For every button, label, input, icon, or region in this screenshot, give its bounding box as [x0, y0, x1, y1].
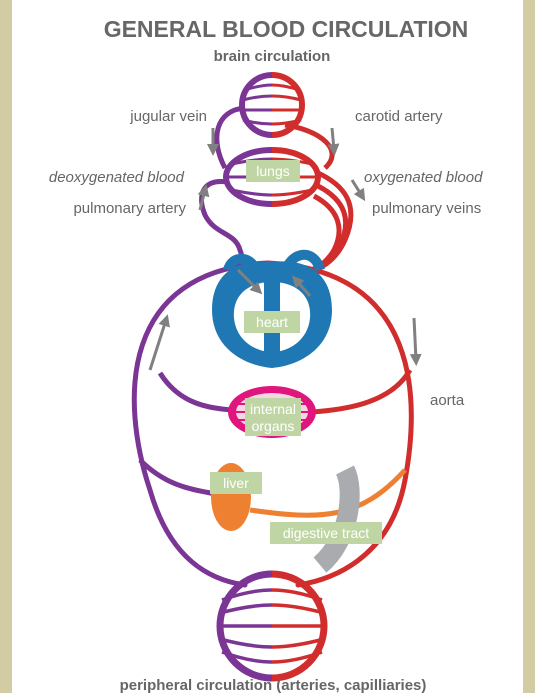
digestive-tract-shape	[320, 470, 350, 565]
liver-label-box: liver	[210, 472, 262, 494]
diagram-title: GENERAL BLOOD CIRCULATION	[104, 16, 469, 42]
right-frame-bar	[523, 0, 535, 693]
carotid-artery-label: carotid artery	[355, 108, 443, 125]
carotid-arrow	[332, 128, 334, 150]
organs-label: organs	[252, 418, 295, 434]
heart-label-box: heart	[244, 311, 300, 333]
pulmonary-veins-label: pulmonary veins	[372, 200, 481, 217]
pulmonary-veins-arrow	[352, 180, 362, 196]
pulmonary-artery-label: pulmonary artery	[73, 200, 186, 217]
liver-label: liver	[223, 475, 249, 491]
peripheral-circulation-label: peripheral circulation (arteries, capill…	[120, 677, 427, 693]
heart-label: heart	[256, 314, 288, 330]
aorta-label: aorta	[430, 392, 465, 409]
left-frame-bar	[0, 0, 12, 693]
jugular-vein-label: jugular vein	[129, 108, 207, 125]
liver-vessels	[140, 460, 405, 515]
deoxygenated-blood-label: deoxygenated blood	[49, 169, 185, 186]
lungs-label: lungs	[256, 163, 289, 179]
lungs-label-box: lungs	[246, 160, 300, 182]
internal-organs-label-box: internal organs	[245, 398, 301, 436]
aorta-down-arrow	[414, 318, 416, 360]
digestive-tract-label: digestive tract	[283, 525, 369, 541]
brain-circulation-shape	[242, 75, 302, 135]
peripheral-circulation	[220, 574, 324, 678]
internal-label: internal	[250, 401, 296, 417]
brain-circulation-label: brain circulation	[214, 48, 331, 65]
oxygenated-blood-label: oxygenated blood	[364, 169, 483, 186]
digestive-tract-label-box: digestive tract	[270, 522, 382, 544]
